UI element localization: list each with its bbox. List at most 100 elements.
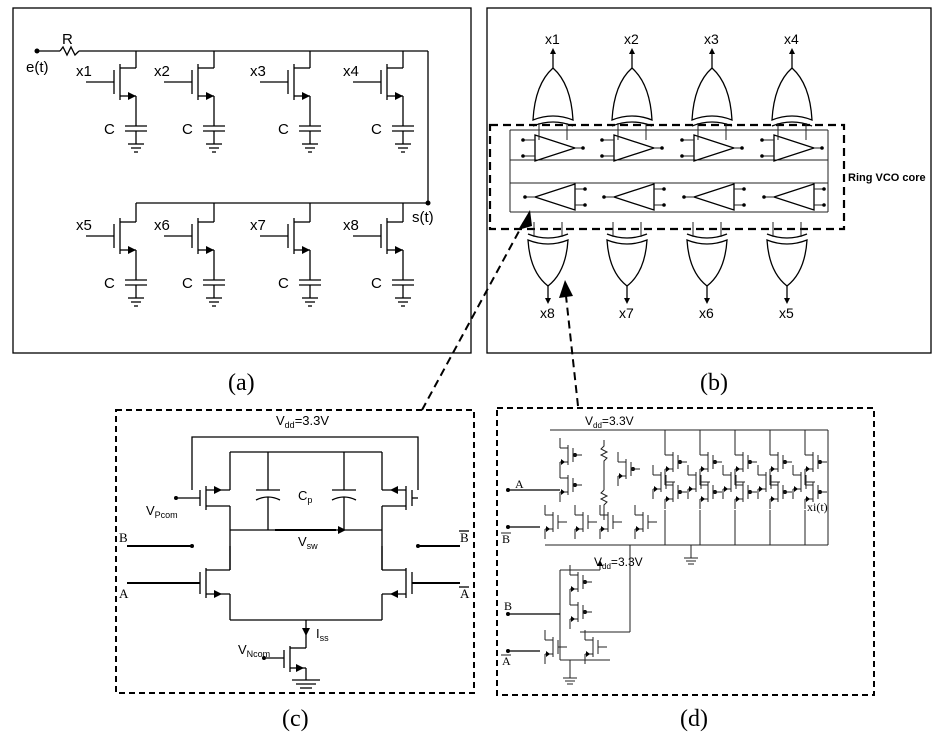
pmos-transistor — [804, 475, 827, 509]
a-bar-label-right: A — [460, 586, 470, 601]
transistor-cell-x8: x8C — [343, 203, 414, 307]
gate-label-x6: x6 — [154, 217, 170, 234]
panel-b: Ring VCO core x1 x8 x2 x7 x3 x6 x4 x5 — [486, 7, 932, 354]
iss-label: Iss — [316, 626, 329, 643]
vdd-label-d1: Vdd=3.3V — [585, 414, 634, 430]
pmos-transistor — [734, 475, 757, 509]
cap-label: C — [182, 121, 193, 138]
nmos-transistor — [574, 505, 597, 539]
xor-output-label-x4: x4 — [784, 31, 799, 47]
pmos-transistor — [664, 475, 687, 509]
nmos-transistor — [687, 465, 710, 499]
a-bar-label-d-lower: A — [502, 654, 511, 668]
pmos-transistor — [804, 445, 827, 479]
nmos-transistor — [652, 465, 675, 499]
panel-b-frame — [486, 7, 932, 354]
nmos-transistor — [544, 630, 567, 664]
gate-label-x2: x2 — [154, 63, 170, 80]
vco-stage-4: x4 x5 — [760, 31, 826, 321]
xor-output-label-x6: x6 — [699, 305, 714, 321]
cap-label: C — [104, 121, 115, 138]
transistor-cell-x6: x6C — [154, 203, 225, 307]
transistor-cell-x2: x2C — [154, 51, 225, 153]
cap-label: C — [371, 121, 382, 138]
caption-b: (b) — [700, 370, 728, 396]
transistor-cell-x3: x3C — [250, 51, 321, 153]
vsw-label: Vsw — [298, 534, 318, 551]
panel-c: Vdd=3.3V VPcom — [115, 409, 475, 694]
caption-a: (a) — [228, 370, 255, 396]
output-terminal — [425, 200, 431, 206]
pmos-transistor — [699, 445, 722, 479]
nmos-transistor — [544, 505, 567, 539]
caption-c: (c) — [282, 706, 309, 732]
a-label-d-top: A — [515, 477, 524, 491]
xor-output-label-x1: x1 — [545, 31, 560, 47]
nmos-transistor — [722, 465, 745, 499]
b-bar-label-right: B — [460, 530, 469, 545]
gate-label-x1: x1 — [76, 63, 92, 80]
nmos-transistor — [584, 630, 607, 664]
output-label: s(t) — [412, 209, 434, 226]
vpcom-label: VPcom — [146, 503, 178, 520]
pmos-transistor — [664, 445, 687, 479]
cap-label: C — [278, 275, 289, 292]
caption-d: (d) — [680, 706, 708, 732]
transistor-cell-x5: x5C — [76, 203, 147, 307]
a-label-left: A — [119, 586, 129, 601]
nmos-transistor — [599, 505, 622, 539]
xor-output-label-x7: x7 — [619, 305, 634, 321]
cap-label: C — [278, 121, 289, 138]
cp-label: Cp — [298, 488, 312, 505]
arrow-to-xor — [565, 295, 579, 407]
b-label-d-lower: B — [504, 599, 512, 613]
xi-output-label: xi(t) — [807, 500, 828, 514]
pmos-transistor — [769, 475, 792, 509]
panel-d: Vdd=3.3V Vdd=3.3V A B xi(t) — [496, 407, 875, 696]
pmos-transistor — [569, 595, 592, 629]
nmos-transistor — [792, 465, 815, 499]
transistor-cell-x4: x4C — [343, 51, 414, 153]
gate-label-x4: x4 — [343, 63, 359, 80]
b-bar-label-d: B — [502, 532, 510, 546]
b-label-left: B — [119, 530, 128, 545]
nmos-transistor — [757, 465, 780, 499]
transistor-cell-x1: x1C — [76, 51, 147, 153]
ring-vco-core-label: Ring VCO core — [848, 172, 926, 184]
panel-c-frame — [115, 409, 475, 694]
xor-output-label-x2: x2 — [624, 31, 639, 47]
input-label: e(t) — [26, 59, 49, 76]
cap-label: C — [182, 275, 193, 292]
pmos-transistor — [559, 438, 582, 472]
pmos-transistor — [617, 452, 640, 486]
panel-a-frame — [12, 7, 472, 354]
cap-label: C — [371, 275, 382, 292]
transistor-cell-x7: x7C — [250, 203, 321, 307]
resistor-symbol — [59, 45, 80, 57]
vco-stage-1: x1 x8 — [521, 31, 587, 321]
gate-label-x5: x5 — [76, 217, 92, 234]
ring-vco-core-box — [488, 123, 846, 231]
vco-stage-3: x3 x6 — [680, 31, 746, 321]
nmos-transistor — [634, 505, 657, 539]
cap-label: C — [104, 275, 115, 292]
vco-stage-2: x2 x7 — [600, 31, 666, 321]
vdd-label-c: Vdd=3.3V — [276, 413, 329, 430]
arrow-to-delay-cell — [421, 221, 525, 411]
vncom-label: VNcom — [238, 642, 270, 659]
panel-d-frame — [496, 407, 875, 696]
pmos-transistor — [699, 475, 722, 509]
pmos-transistor — [734, 445, 757, 479]
gate-label-x8: x8 — [343, 217, 359, 234]
connector-arrows — [421, 210, 579, 411]
xor-output-label-x3: x3 — [704, 31, 719, 47]
xor-output-label-x8: x8 — [540, 305, 555, 321]
xor-output-label-x5: x5 — [779, 305, 794, 321]
pmos-transistor — [769, 445, 792, 479]
pmos-transistor — [559, 468, 582, 502]
pmos-transistor — [569, 565, 592, 599]
gate-label-x3: x3 — [250, 63, 266, 80]
